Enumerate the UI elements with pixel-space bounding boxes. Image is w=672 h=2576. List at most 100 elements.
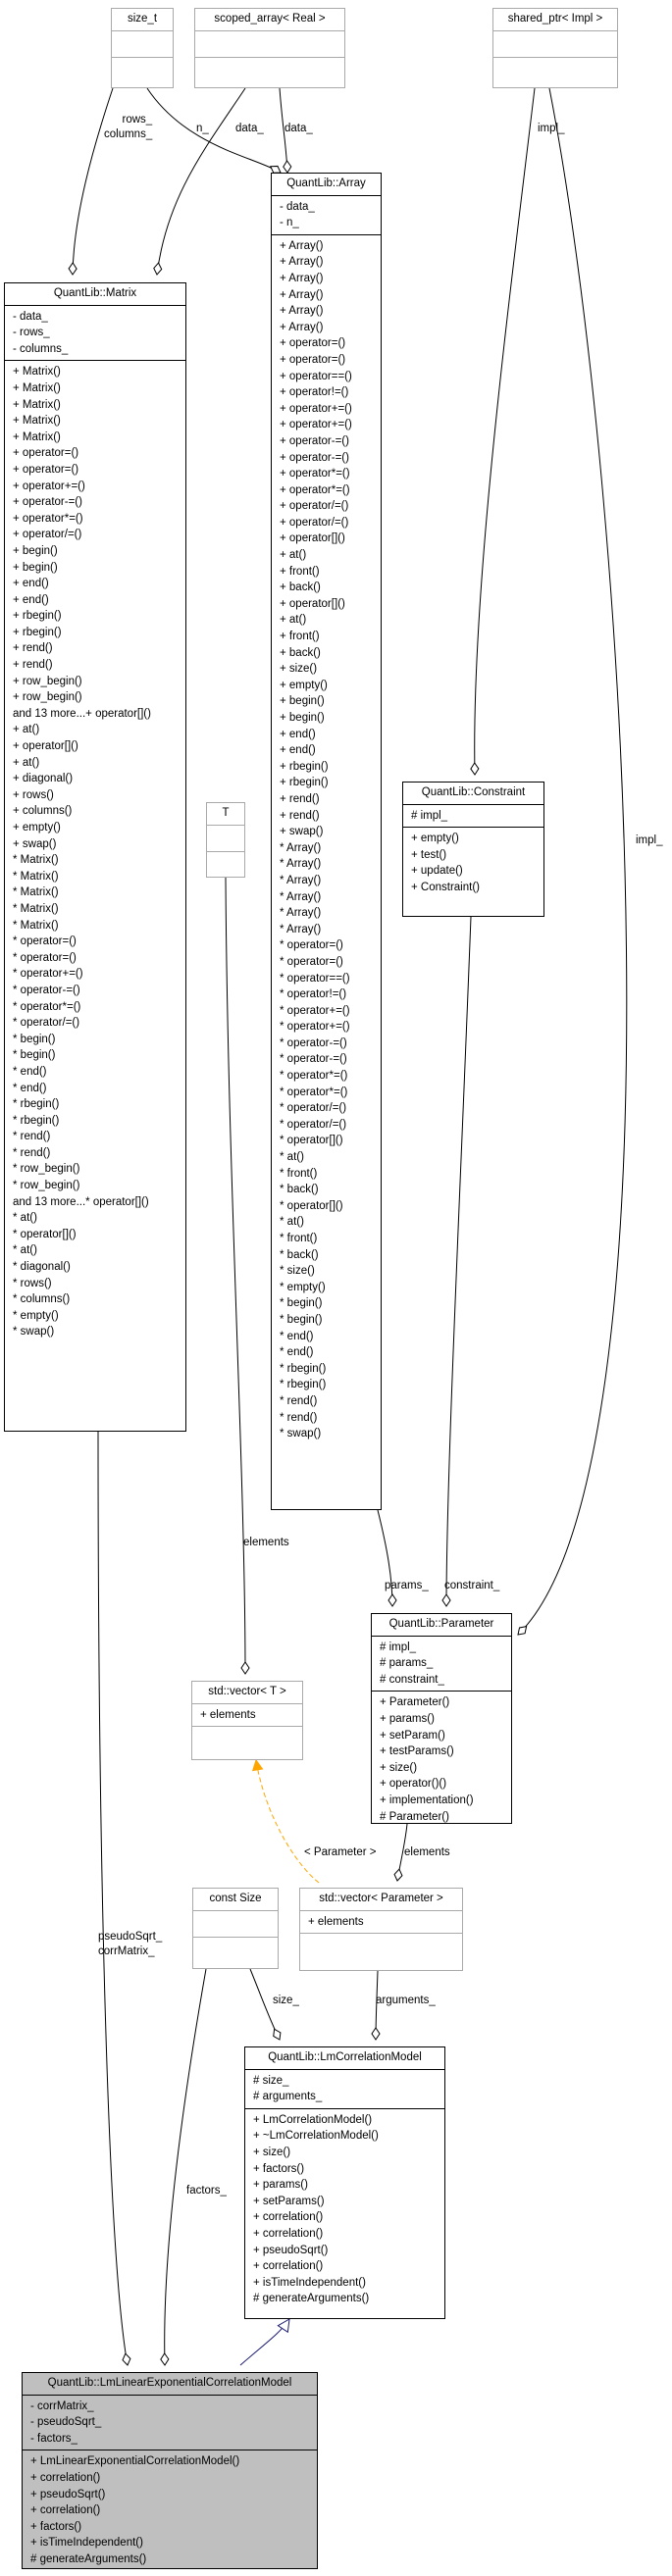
- class-quantlib-array[interactable]: QuantLib::Array - data_- n_ + Array()+ A…: [271, 173, 382, 1510]
- edge-label-constraint: constraint_: [444, 1580, 500, 1591]
- methods-section: + Parameter()+ params()+ setParam()+ tes…: [372, 1691, 511, 1828]
- class-title: QuantLib::Constraint: [421, 786, 526, 798]
- class-scoped-array[interactable]: scoped_array< Real >: [194, 8, 345, 88]
- method-item: + begin(): [13, 561, 58, 574]
- method-item: + empty(): [13, 822, 61, 833]
- method-item: + begin(): [280, 695, 325, 708]
- method-item: + operator-=(): [280, 451, 349, 464]
- method-item: + Array(): [280, 288, 324, 301]
- method-item: * begin(): [280, 1297, 323, 1310]
- methods-section: + Matrix()+ Matrix()+ Matrix()+ Matrix()…: [5, 360, 185, 1343]
- class-title: shared_ptr< Impl >: [507, 13, 603, 25]
- class-lm-correlation-model[interactable]: QuantLib::LmCorrelationModel # size_# ar…: [244, 2046, 445, 2319]
- class-quantlib-matrix[interactable]: QuantLib::Matrix - data_- rows_- columns…: [4, 282, 186, 1432]
- method-item: + correlation(): [253, 2211, 324, 2224]
- method-item: + end(): [280, 728, 316, 740]
- edge-constraint-parameter: [441, 916, 472, 1607]
- methods-section: + LmLinearExponentialCorrelationModel()+…: [23, 2450, 317, 2570]
- edge-label-n: n_: [196, 123, 209, 134]
- edge-sharedptr-constraint: [470, 87, 536, 776]
- method-item: * empty(): [280, 1281, 326, 1293]
- class-title: QuantLib::Matrix: [53, 287, 137, 299]
- method-item: + swap(): [13, 837, 57, 850]
- method-item: * begin(): [13, 1049, 56, 1062]
- method-item: + rows(): [13, 788, 54, 801]
- method-item: * operator=(): [13, 951, 77, 964]
- method-item: * operator+=(): [280, 1004, 350, 1017]
- class-shared-ptr[interactable]: shared_ptr< Impl >: [492, 8, 618, 88]
- method-item: and 13 more...+ operator[](): [13, 707, 151, 720]
- methods-section: [300, 1933, 462, 1959]
- attributes-section: + elements: [300, 1909, 462, 1934]
- attribute-item: - factors_: [30, 2432, 78, 2445]
- method-item: + LmCorrelationModel(): [253, 2113, 373, 2126]
- method-item: * Matrix(): [13, 870, 59, 883]
- method-item: + pseudoSqrt(): [253, 2244, 329, 2256]
- method-item: + factors(): [30, 2520, 82, 2533]
- method-item: * operator-=(): [13, 984, 80, 996]
- class-lm-linear-exponential-correlation-model[interactable]: QuantLib::LmLinearExponentialCorrelation…: [22, 2372, 318, 2569]
- class-template-t[interactable]: T: [206, 802, 245, 878]
- class-title: QuantLib::LmCorrelationModel: [268, 2051, 422, 2063]
- methods-section: + empty()+ test()+ update()+ Constraint(…: [403, 827, 543, 898]
- method-item: + correlation(): [253, 2227, 324, 2240]
- edge-parameter-vecparam: [393, 1823, 408, 1882]
- method-item: and 13 more...* operator[](): [13, 1195, 149, 1208]
- method-item: + end(): [13, 593, 49, 606]
- edge-label-data-left: data_: [235, 123, 264, 134]
- method-item: * begin(): [13, 1033, 56, 1045]
- method-item: * operator=(): [280, 939, 343, 952]
- method-item: + rbegin(): [280, 777, 329, 789]
- method-item: + setParam(): [380, 1729, 445, 1742]
- method-item: + rend(): [13, 659, 53, 672]
- class-const-size[interactable]: const Size: [192, 1888, 279, 1969]
- method-item: + columns(): [13, 805, 73, 818]
- method-item: * rbegin(): [280, 1379, 327, 1391]
- method-item: + rbegin(): [13, 626, 62, 638]
- method-item: * end(): [13, 1082, 47, 1094]
- method-item: + params(): [253, 2179, 308, 2192]
- edge-label-impl-top: impl_: [538, 123, 565, 134]
- attributes-section: # size_# arguments_: [245, 2068, 444, 2108]
- method-item: * rend(): [280, 1411, 318, 1424]
- method-item: * operator*=(): [280, 1086, 348, 1098]
- method-item: + diagonal(): [13, 773, 74, 785]
- method-item: * end(): [280, 1346, 314, 1359]
- class-title: T: [222, 807, 230, 819]
- class-quantlib-constraint[interactable]: QuantLib::Constraint # impl_ + empty()+ …: [402, 782, 544, 917]
- method-item: * front(): [280, 1167, 318, 1180]
- class-size-t[interactable]: size_t: [111, 8, 174, 88]
- method-item: * at(): [280, 1216, 304, 1229]
- method-item: + operator!=(): [280, 386, 349, 399]
- edge-label-arguments: arguments_: [376, 1995, 436, 2006]
- method-item: + operator=(): [13, 463, 79, 476]
- method-item: + operator[](): [280, 597, 345, 610]
- attributes-section: [207, 824, 244, 851]
- class-title: QuantLib::LmLinearExponentialCorrelation…: [47, 2377, 292, 2389]
- edge-label-elements2: elements: [404, 1846, 450, 1858]
- method-item: # Parameter(): [380, 1810, 449, 1823]
- method-item: + front(): [280, 565, 320, 578]
- method-item: * Array(): [280, 907, 322, 920]
- class-quantlib-parameter[interactable]: QuantLib::Parameter # impl_# params_# co…: [371, 1613, 512, 1824]
- method-item: * rows(): [13, 1277, 52, 1289]
- attribute-item: + elements: [200, 1708, 256, 1721]
- attributes-section: [195, 29, 344, 57]
- method-item: + operator/=(): [13, 529, 82, 541]
- method-item: + Constraint(): [411, 881, 480, 893]
- methods-section: [112, 56, 173, 83]
- method-item: + Array(): [280, 256, 324, 269]
- class-std-vector-parameter[interactable]: std::vector< Parameter > + elements: [299, 1888, 463, 1971]
- method-item: * Matrix(): [13, 902, 59, 915]
- method-item: + size(): [380, 1761, 418, 1774]
- class-std-vector-t[interactable]: std::vector< T > + elements: [191, 1681, 303, 1760]
- method-item: + Matrix(): [13, 415, 61, 428]
- attributes-section: - data_- n_: [272, 194, 381, 234]
- method-item: + operator[](): [280, 532, 345, 545]
- method-item: * begin(): [280, 1313, 323, 1326]
- method-item: * end(): [280, 1330, 314, 1342]
- attributes-section: [112, 29, 173, 57]
- method-item: * Matrix(): [13, 919, 59, 932]
- edge-label-impl-right: impl_: [636, 834, 663, 846]
